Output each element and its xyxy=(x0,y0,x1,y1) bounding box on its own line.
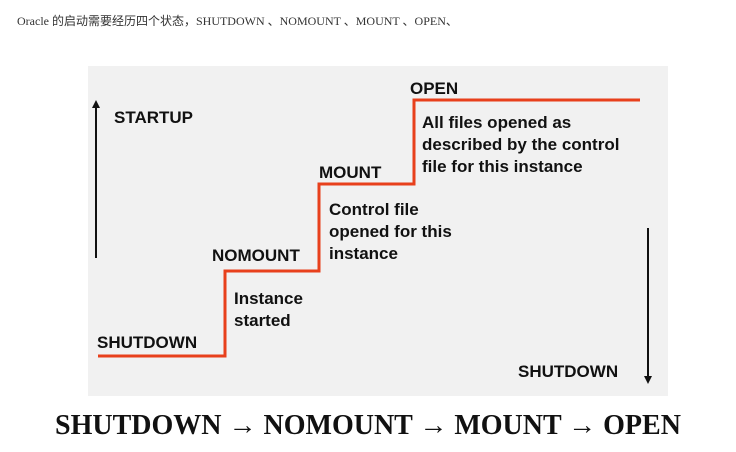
stage-label-shutdown: SHUTDOWN xyxy=(97,333,198,352)
stage-step-line xyxy=(98,98,640,358)
description-line: described by the control xyxy=(422,135,620,154)
open-description: All files opened as described by the con… xyxy=(422,112,619,178)
stage-label-nomount: NOMOUNT xyxy=(212,246,300,265)
description-line: instance xyxy=(329,244,398,263)
nomount-description: Instance started xyxy=(234,288,303,332)
description-line: started xyxy=(234,311,291,330)
description-line: file for this instance xyxy=(422,157,583,176)
stage-label-open: OPEN xyxy=(410,79,459,98)
startup-stages-diagram: STARTUP SHUTDOWN NOMOUNT MOUNT OPEN Inst… xyxy=(88,66,668,396)
diagram-graphics xyxy=(92,98,652,384)
startup-label: STARTUP xyxy=(114,108,194,127)
description-line: Control file xyxy=(329,200,419,219)
description-line: opened for this xyxy=(329,222,452,241)
state-sequence-caption: SHUTDOWN → NOMOUNT → MOUNT → OPEN xyxy=(55,410,681,441)
description-line: All files opened as xyxy=(422,113,572,132)
intro-text: Oracle 的启动需要经历四个状态，SHUTDOWN 、NOMOUNT 、MO… xyxy=(17,14,458,28)
description-line: Instance xyxy=(234,289,303,308)
stage-label-mount: MOUNT xyxy=(319,163,382,182)
mount-description: Control file opened for this instance xyxy=(329,199,452,265)
shutdown-direction-label: SHUTDOWN xyxy=(518,362,619,381)
